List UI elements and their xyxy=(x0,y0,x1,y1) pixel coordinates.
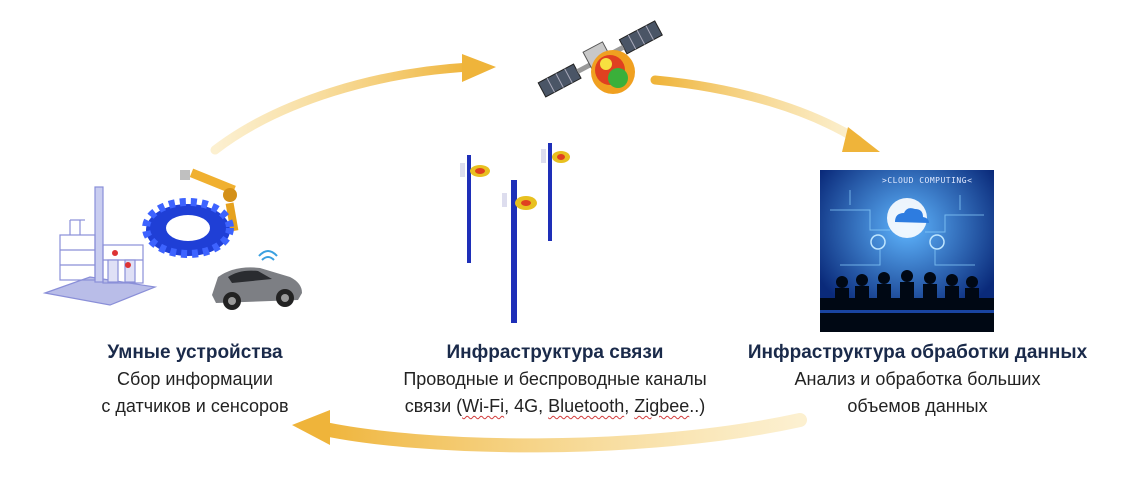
data-processing-desc-line2: объемов данных xyxy=(735,393,1100,420)
satellite-icon xyxy=(528,12,678,112)
smart-devices-desc-line2: с датчиков и сенсоров xyxy=(60,393,330,420)
smart-devices-illustration xyxy=(40,165,310,315)
meeting-silhouettes xyxy=(820,270,994,332)
network-infra-block: Инфраструктура связи Проводные и беспров… xyxy=(360,340,750,420)
network-sep-2: , xyxy=(624,396,634,416)
tower-icon xyxy=(541,143,570,241)
arrow-cloud-to-devices xyxy=(320,420,800,445)
network-sep-1: , 4G, xyxy=(504,396,548,416)
network-infra-desc-line1: Проводные и беспроводные каналы xyxy=(360,366,750,393)
gear-icon xyxy=(146,202,230,256)
car-icon xyxy=(212,251,302,310)
arrow-network-to-cloud xyxy=(655,80,858,140)
data-processing-block: Инфраструктура обработки данных Анализ и… xyxy=(735,340,1100,420)
factory-icon xyxy=(45,187,155,305)
data-processing-desc-line1: Анализ и обработка больших xyxy=(735,366,1100,393)
cloud-banner-text: >CLOUD COMPUTING< xyxy=(882,176,972,185)
tower-icon xyxy=(460,155,490,263)
smart-devices-desc-line1: Сбор информации xyxy=(60,366,330,393)
telecom-towers-illustration xyxy=(440,135,580,330)
network-wifi-text: Wi-Fi xyxy=(462,396,504,416)
network-bluetooth-text: Bluetooth xyxy=(548,396,624,416)
smart-devices-title: Умные устройства xyxy=(60,340,330,366)
network-infra-title: Инфраструктура связи xyxy=(360,340,750,366)
cloud-computing-image: >CLOUD COMPUTING< xyxy=(820,170,994,332)
network-line2-prefix: связи ( xyxy=(405,396,462,416)
network-infra-desc-line2: связи (Wi-Fi, 4G, Bluetooth, Zigbee..) xyxy=(360,393,750,420)
data-processing-title: Инфраструктура обработки данных xyxy=(735,340,1100,366)
arrowhead-top-left xyxy=(462,54,496,82)
network-line2-suffix: ..) xyxy=(689,396,705,416)
arrow-devices-to-network xyxy=(215,67,470,150)
network-zigbee-text: Zigbee xyxy=(634,396,689,416)
arrowhead-top-right xyxy=(842,127,880,152)
smart-devices-block: Умные устройства Сбор информации с датчи… xyxy=(60,340,330,420)
tower-icon xyxy=(502,180,537,323)
